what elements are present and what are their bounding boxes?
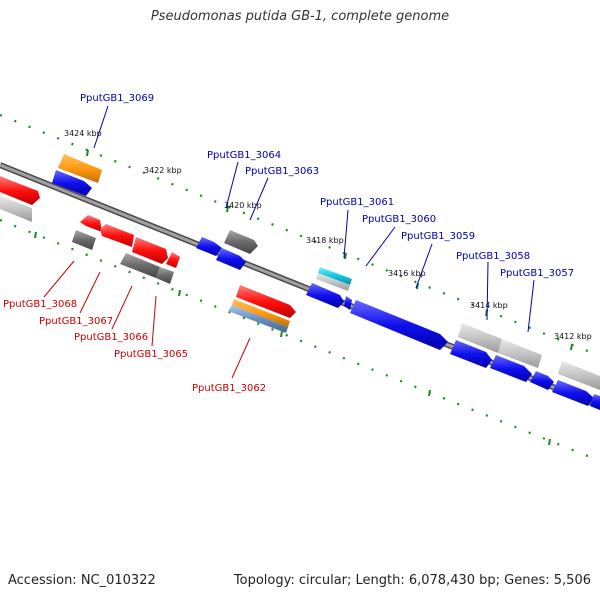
gene-3058-blue[interactable] [450,340,492,368]
gene-dark-3065c[interactable] [156,267,174,284]
gene-label-3062[interactable]: PputGB1_3062 [192,383,266,394]
map-title: Pseudomonas putida GB-1, complete genome [150,9,450,24]
gene-blue-right-b[interactable] [552,380,594,406]
kbp-label-3418: 3418 kbp [306,236,344,245]
gene-3064-blue[interactable] [196,237,222,256]
gene-3063-blue[interactable] [216,248,246,270]
kbp-label-3420: 3420 kbp [224,201,262,210]
gene-3060-blue[interactable] [350,300,448,350]
gene-3062-red[interactable] [236,285,296,318]
gene-3061-gray[interactable] [316,273,350,291]
gene-orange-3069[interactable] [58,154,102,183]
gene-3061-blue[interactable] [306,283,344,308]
gene-3063-dark[interactable] [224,230,258,254]
gene-label-3069[interactable]: PputGB1_3069 [80,93,154,104]
gene-label-3061[interactable]: PputGB1_3061 [320,197,394,208]
gene-label-3064[interactable]: PputGB1_3064 [207,150,281,161]
gene-3062-steel[interactable] [228,305,288,333]
gene-3065-arrow[interactable] [132,237,168,264]
gene-label-3067[interactable]: PputGB1_3067 [39,316,113,327]
gene-label-3066[interactable]: PputGB1_3066 [74,332,148,343]
gene-3066-arrow[interactable] [100,224,134,247]
gene-label-3059[interactable]: PputGB1_3059 [401,231,475,242]
kbp-label-3412: 3412 kbp [554,332,592,341]
gene-light-right[interactable] [558,361,600,390]
gene-3057-light[interactable] [498,339,542,368]
genome-info-text: Topology: circular; Length: 6,078,430 bp… [233,573,591,588]
reverse-leader-lines [43,260,251,379]
gene-3062-orange[interactable] [232,299,290,327]
gene-3068-arrow[interactable] [0,176,40,205]
gene-label-3065[interactable]: PputGB1_3065 [114,349,188,360]
gene-blue-right-c[interactable] [590,394,600,410]
gene-dark-3067b[interactable] [72,230,96,250]
major-ticks-lower [34,231,551,446]
gene-label-3060[interactable]: PputGB1_3060 [362,214,436,225]
gene-3060-blue-small[interactable] [344,296,352,310]
gene-3057-blue[interactable] [490,355,532,382]
gene-label-3057[interactable]: PputGB1_3057 [500,268,574,279]
gene-label-3068[interactable]: PputGB1_3068 [3,299,77,310]
gene-3058-light[interactable] [458,323,502,353]
kbp-label-3424: 3424 kbp [64,129,102,138]
gene-unlabeled-left-light[interactable] [0,196,32,222]
gene-label-3058[interactable]: PputGB1_3058 [456,251,530,262]
gene-3061-teal[interactable] [318,267,352,285]
kbp-label-3416: 3416 kbp [388,269,426,278]
gene-blue-3069[interactable] [52,170,92,196]
kbp-label-3414: 3414 kbp [470,301,508,310]
kbp-label-3422: 3422 kbp [144,166,182,175]
major-ticks-upper [86,149,573,351]
gene-dark-3066b[interactable] [120,253,160,278]
gene-3067-arrow[interactable] [80,215,102,232]
gene-3065b-arrow[interactable] [166,252,180,268]
accession-text: Accession: NC_010322 [8,573,156,588]
forward-leader-lines [93,105,535,333]
gene-label-3063[interactable]: PputGB1_3063 [245,166,319,177]
gene-blue-right-a[interactable] [530,371,554,390]
